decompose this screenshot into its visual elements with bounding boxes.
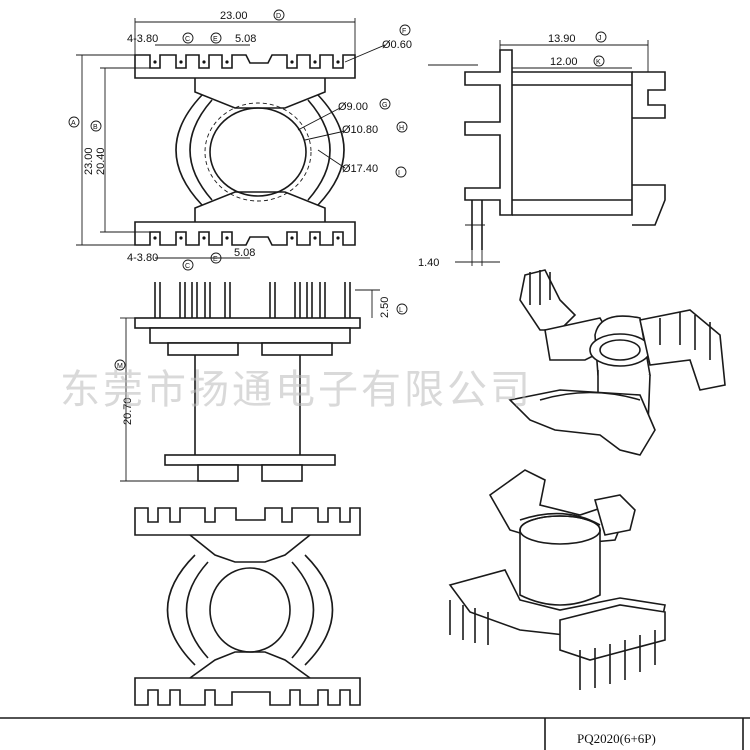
- side-view: 13.90 J 12.00 K 1.40: [418, 31, 666, 269]
- front-view: 2.50 L 20.70 M: [114, 282, 408, 482]
- svg-text:M: M: [117, 363, 123, 370]
- svg-text:I: I: [398, 170, 400, 177]
- dim-bore-inner: Ø9.00: [338, 101, 368, 113]
- dim-width-top: 23.00: [220, 10, 248, 22]
- dim-front-total-height: 20.70: [122, 397, 134, 425]
- dim-side-width-inner: 12.00: [550, 56, 578, 68]
- svg-text:H: H: [399, 125, 404, 132]
- svg-text:C: C: [185, 36, 190, 43]
- dim-front-pin-height: 2.50: [379, 297, 391, 318]
- svg-text:C: C: [185, 263, 190, 270]
- dim-side-width-outer: 13.90: [548, 33, 576, 45]
- svg-text:B: B: [93, 124, 98, 131]
- dim-bore-mid: Ø10.80: [342, 124, 378, 136]
- dim-height-inner: 20.40: [95, 147, 107, 175]
- svg-text:K: K: [596, 59, 601, 66]
- dim-height-left: 23.00: [83, 147, 95, 175]
- isometric-view-upper: [508, 269, 726, 456]
- top-view: 23.00 D 4-3.80 C 5.08 E Ø0.60 F 23.00 A …: [68, 9, 412, 271]
- dim-pin-gap-top: 5.08: [235, 33, 256, 45]
- model-label: PQ2020(6+6P): [577, 731, 656, 746]
- svg-text:L: L: [399, 307, 403, 314]
- isometric-view-lower: [448, 469, 666, 690]
- svg-text:E: E: [213, 256, 218, 263]
- svg-text:A: A: [71, 120, 76, 127]
- svg-text:G: G: [382, 102, 387, 109]
- svg-text:E: E: [213, 36, 218, 43]
- svg-text:D: D: [276, 13, 281, 20]
- company-watermark: 东莞市扬通电子有限公司: [60, 367, 533, 413]
- dim-side-pin-offset: 1.40: [418, 257, 439, 269]
- title-block: PQ2020(6+6P): [0, 717, 750, 750]
- bottom-view: [134, 507, 361, 706]
- svg-text:J: J: [598, 35, 602, 42]
- dim-pin-gap-bottom: 5.08: [234, 247, 255, 259]
- dim-pin-group-top: 4-3.80: [127, 33, 158, 45]
- dim-flange-dia: Ø17.40: [342, 163, 378, 175]
- dim-pin-dia: Ø0.60: [382, 39, 412, 51]
- svg-text:F: F: [402, 28, 406, 35]
- dim-pin-group-bottom: 4-3.80: [127, 252, 158, 264]
